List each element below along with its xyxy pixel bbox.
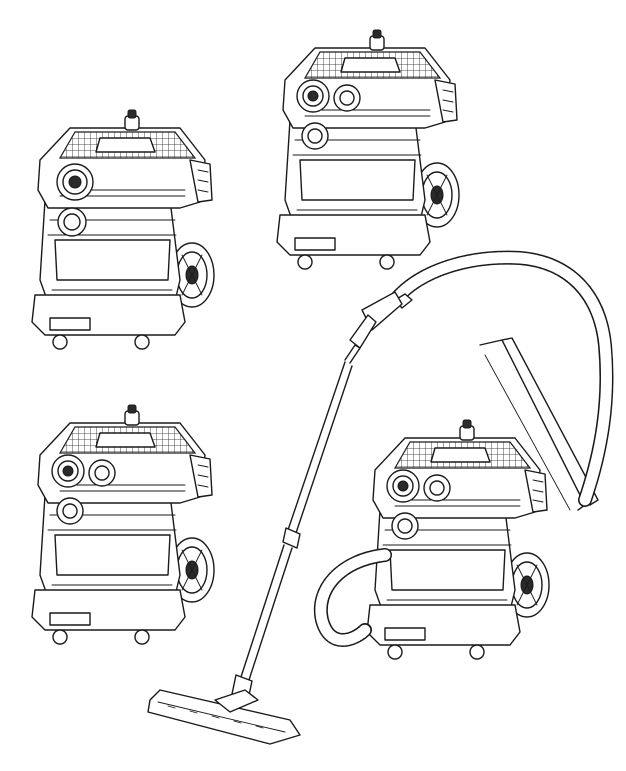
- vacuum-with-handle-and-hose: [147, 250, 614, 745]
- vacuum-dual-port-bottom: [31, 404, 215, 645]
- suction-hose: [313, 250, 614, 647]
- floor-nozzle: [147, 689, 301, 745]
- vacuum-dual-port-top: [276, 29, 460, 270]
- push-handle: [479, 337, 599, 511]
- extension-wand: [231, 291, 403, 701]
- vacuum-small-single-port: [31, 109, 215, 350]
